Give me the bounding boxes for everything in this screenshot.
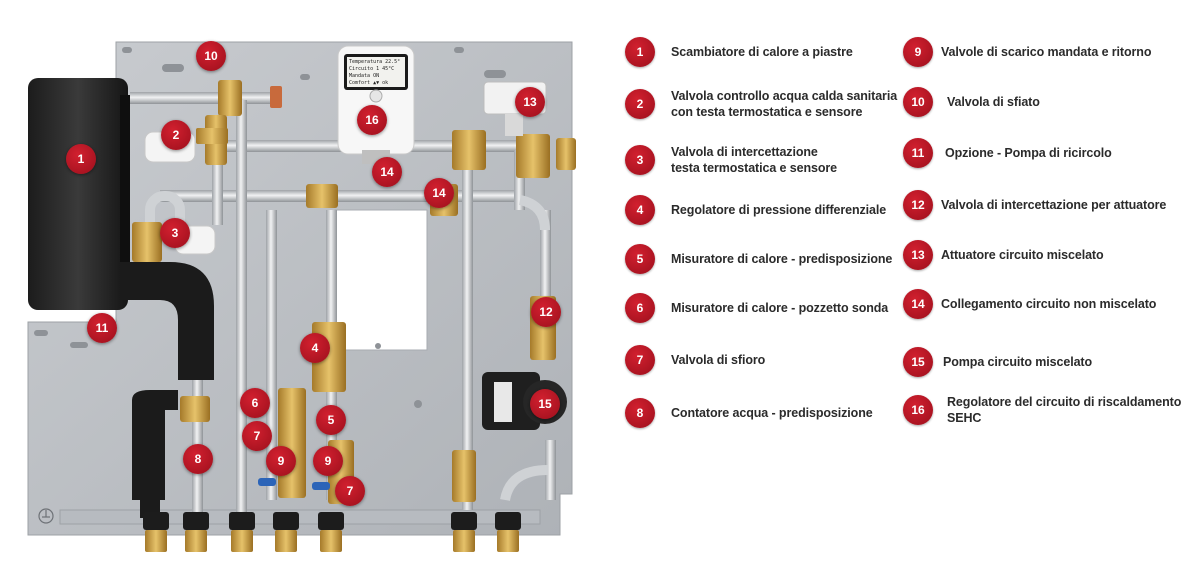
display-line-4: Comfort ▲▼ ok xyxy=(349,80,388,86)
legend-badge: 13 xyxy=(903,240,933,270)
legend-item-11: 11 Opzione - Pompa di ricircolo xyxy=(903,138,1112,168)
legend-label: Valvola di sfiato xyxy=(947,95,1040,109)
marker-3: 3 xyxy=(160,218,190,248)
legend-item-9: 9 Valvole di scarico mandata e ritorno xyxy=(903,37,1151,67)
legend-item-1: 1 Scambiatore di calore a piastre xyxy=(625,37,853,67)
legend-badge: 2 xyxy=(625,89,655,119)
legend-badge: 15 xyxy=(903,347,933,377)
marker-11: 11 xyxy=(87,313,117,343)
legend-label: Valvola di intercettazione testa termost… xyxy=(671,145,838,175)
legend-label: Valvola di intercettazione per attuatore xyxy=(941,198,1167,212)
legend-item-2: 2 Valvola controllo acqua calda sanitari… xyxy=(625,84,897,124)
legend-badge: 5 xyxy=(625,244,655,274)
marker-10: 10 xyxy=(196,41,226,71)
legend-label: Collegamento circuito non miscelato xyxy=(941,297,1157,311)
legend-label: Regolatore del circuito di riscaldamento… xyxy=(947,395,1182,425)
legend-label: Scambiatore di calore a piastre xyxy=(671,45,853,59)
legend-item-3: 3 Valvola di intercettazione testa termo… xyxy=(625,140,837,180)
marker-15: 15 xyxy=(530,389,560,419)
legend-badge: 12 xyxy=(903,190,933,220)
legend-label: Valvola controllo acqua calda sanitaria … xyxy=(671,89,898,119)
legend-badge: 9 xyxy=(903,37,933,67)
marker-9-b: 9 xyxy=(313,446,343,476)
marker-7-b: 7 xyxy=(335,476,365,506)
legend-badge: 16 xyxy=(903,395,933,425)
legend-label: Regolatore di pressione differenziale xyxy=(671,203,887,217)
sehc-controller: Temperatura 22.5° Circuito 1 45°C Mandat… xyxy=(337,45,415,164)
drain-handles xyxy=(258,478,330,490)
legend-item-15: 15 Pompa circuito miscelato xyxy=(903,347,1092,377)
legend-label: Opzione - Pompa di ricircolo xyxy=(945,146,1112,160)
legend-label: Misuratore di calore - predisposizione xyxy=(671,252,893,266)
legend-badge: 6 xyxy=(625,293,655,323)
marker-16: 16 xyxy=(357,105,387,135)
marker-4: 4 xyxy=(300,333,330,363)
legend-badge: 11 xyxy=(903,138,933,168)
legend-label: Valvole di scarico mandata e ritorno xyxy=(941,45,1152,59)
marker-12: 12 xyxy=(531,297,561,327)
legend-badge: 4 xyxy=(625,195,655,225)
legend-label: Contatore acqua - predisposizione xyxy=(671,406,873,420)
legend-item-8: 8 Contatore acqua - predisposizione xyxy=(625,398,873,428)
marker-6: 6 xyxy=(240,388,270,418)
marker-2: 2 xyxy=(161,120,191,150)
legend-item-5: 5 Misuratore di calore - predisposizione xyxy=(625,244,892,274)
display-line-3: Mandata ON xyxy=(349,73,379,79)
heating-station-illustration: Temperatura 22.5° Circuito 1 45°C Mandat… xyxy=(27,41,576,552)
legend-item-16: 16 Regolatore del circuito di riscaldame… xyxy=(903,395,1203,425)
legend-item-10: 10 Valvola di sfiato xyxy=(903,87,1040,117)
legend-label: Attuatore circuito miscelato xyxy=(941,248,1104,262)
display-line-2: Circuito 1 45°C xyxy=(349,66,394,72)
legend-item-14: 14 Collegamento circuito non miscelato xyxy=(903,289,1156,319)
display-line-1: Temperatura 22.5° xyxy=(349,59,400,65)
marker-13: 13 xyxy=(515,87,545,117)
legend-badge: 8 xyxy=(625,398,655,428)
heating-station-diagram: Temperatura 22.5° Circuito 1 45°C Mandat… xyxy=(0,0,600,582)
bottom-connections xyxy=(143,512,521,552)
marker-14-a: 14 xyxy=(372,157,402,187)
marker-5: 5 xyxy=(316,405,346,435)
legend-badge: 3 xyxy=(625,145,655,175)
legend-item-13: 13 Attuatore circuito miscelato xyxy=(903,240,1104,270)
legend-badge: 10 xyxy=(903,87,933,117)
legend-label: Pompa circuito miscelato xyxy=(943,355,1093,369)
legend-item-7: 7 Valvola di sfioro xyxy=(625,345,765,375)
legend-item-6: 6 Misuratore di calore - pozzetto sonda xyxy=(625,293,888,323)
marker-8: 8 xyxy=(183,444,213,474)
legend-badge: 1 xyxy=(625,37,655,67)
legend-item-12: 12 Valvola di intercettazione per attuat… xyxy=(903,190,1166,220)
marker-9-a: 9 xyxy=(266,446,296,476)
marker-7-a: 7 xyxy=(242,421,272,451)
legend-label: Misuratore di calore - pozzetto sonda xyxy=(671,301,889,315)
legend-label: Valvola di sfioro xyxy=(671,353,766,367)
legend-badge: 7 xyxy=(625,345,655,375)
marker-1: 1 xyxy=(66,144,96,174)
marker-14-b: 14 xyxy=(424,178,454,208)
legend-item-4: 4 Regolatore di pressione differenziale xyxy=(625,195,886,225)
plate-heat-exchanger xyxy=(28,78,130,310)
legend-badge: 14 xyxy=(903,289,933,319)
